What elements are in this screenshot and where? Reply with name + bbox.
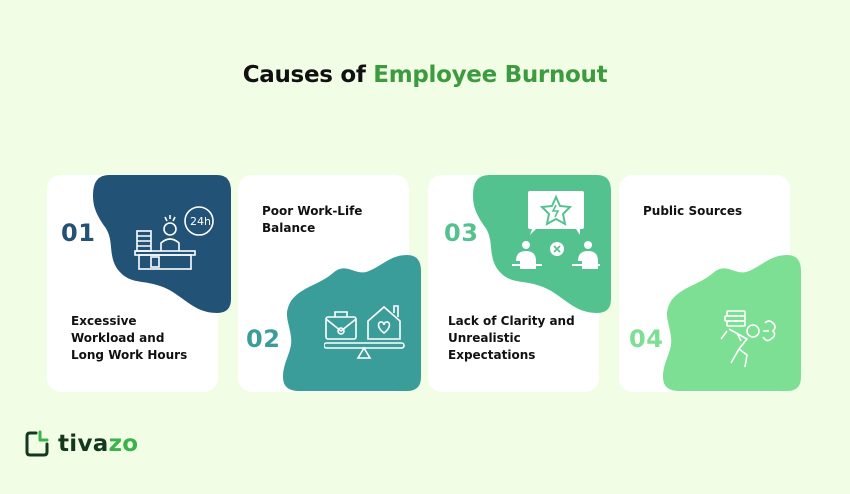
- card-4-label: Public Sources: [643, 204, 743, 218]
- cause-card-1: 01 24h Excessive Workload and Long Work …: [47, 175, 231, 392]
- page-title: Causes of Employee Burnout: [0, 62, 850, 88]
- card-1-label: Excessive Workload and Long Work Hours: [71, 314, 188, 362]
- work-life-balance-scale-icon: [324, 305, 405, 359]
- cause-card-2: Poor Work-Life Balance 02: [238, 175, 421, 392]
- card-4-number: 04: [629, 325, 664, 353]
- card-2-number: 02: [246, 325, 281, 353]
- logo-wordmark: tivazo: [58, 431, 139, 457]
- card-3-number: 03: [444, 219, 479, 247]
- card-1-number: 01: [61, 219, 96, 247]
- svg-text:24h: 24h: [190, 215, 211, 228]
- title-accent: Employee Burnout: [373, 62, 608, 88]
- overworked-desk-24h-icon: 24h: [134, 206, 214, 270]
- card-4-blob: [663, 255, 801, 391]
- cause-card-4: Public Sources 04: [619, 175, 801, 392]
- card-3-label: Lack of Clarity and Unrealistic Expectat…: [448, 314, 575, 362]
- burden-carrying-person-icon: [720, 310, 776, 368]
- card-1-blob: [93, 175, 231, 313]
- tivazo-logo-icon: [25, 430, 49, 457]
- card-2-label: Poor Work-Life Balance: [262, 204, 363, 235]
- cause-card-3: 03 Lack of Clarity and Unrealistic Expec…: [428, 175, 611, 392]
- miscommunication-icon: [512, 191, 600, 269]
- title-prefix: Causes of: [242, 62, 366, 88]
- brand-logo: tivazo: [24, 430, 138, 458]
